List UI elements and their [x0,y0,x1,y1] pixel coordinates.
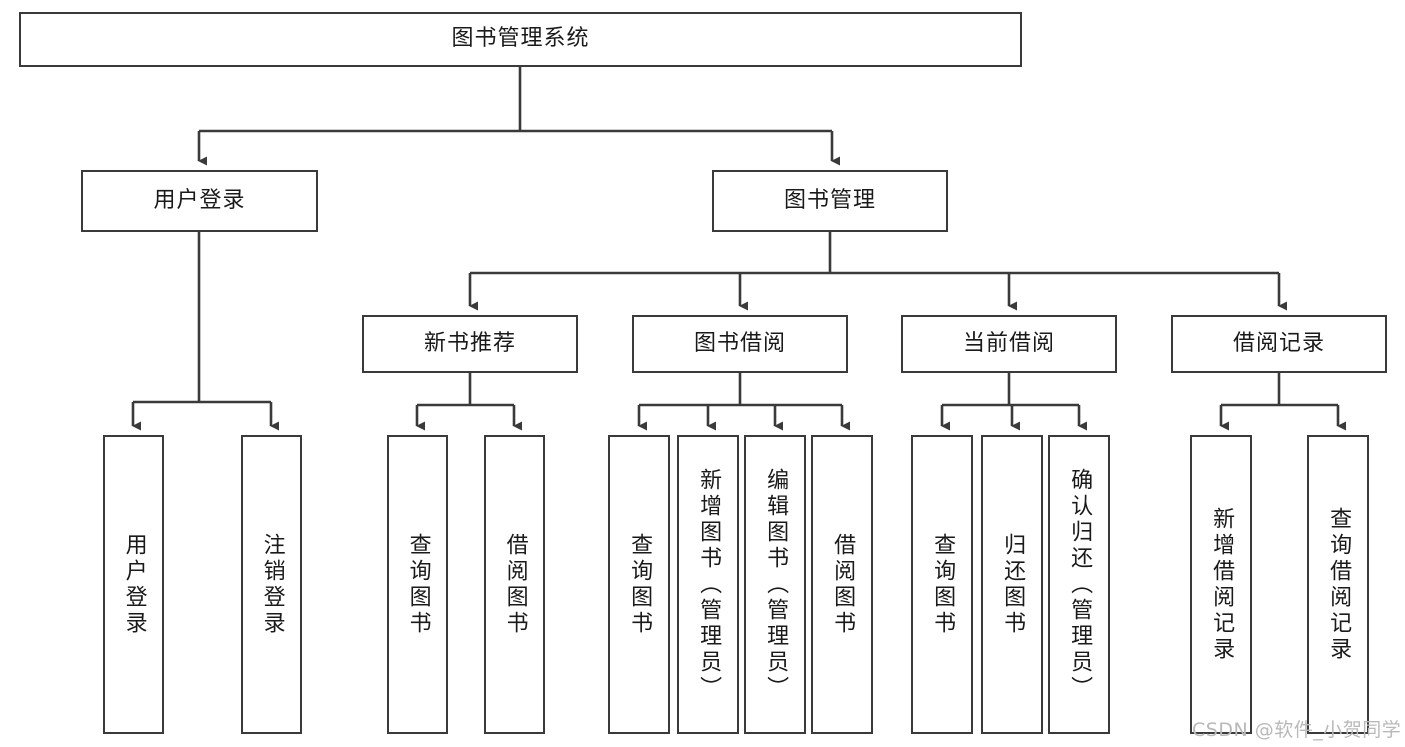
node-label: 图书管理 [783,187,876,213]
node-label: 借阅记录 [1232,330,1325,356]
node-root[interactable]: 图书管理系统 [19,12,1022,67]
node-label: 新书推荐 [423,330,516,356]
leaf-confirm-return-admin[interactable]: 确认归还（管理员） [1048,435,1110,734]
node-label: 借阅图书 [502,532,528,637]
node-label: 确认归还（管理员） [1067,467,1093,702]
node-label: 查询图书 [930,532,956,637]
leaf-user-login[interactable]: 用户登录 [103,435,164,734]
leaf-borrow-book-recommend[interactable]: 借阅图书 [484,435,545,734]
node-book-management[interactable]: 图书管理 [712,170,948,232]
leaf-borrow-book[interactable]: 借阅图书 [811,435,873,734]
leaf-logout[interactable]: 注销登录 [241,435,302,734]
node-label: 编辑图书（管理员） [763,467,789,702]
node-label: 新增借阅记录 [1209,506,1235,663]
node-label: 图书借阅 [693,330,786,356]
node-label: 新增图书（管理员） [696,467,722,702]
node-label: 当前借阅 [962,330,1055,356]
node-label: 查询借阅记录 [1326,506,1352,663]
leaf-query-borrow-record[interactable]: 查询借阅记录 [1307,435,1369,734]
node-label: 借阅图书 [830,532,856,637]
leaf-query-book-current[interactable]: 查询图书 [911,435,973,734]
node-label: 归还图书 [1000,532,1026,637]
node-new-book-recommend[interactable]: 新书推荐 [362,315,578,373]
node-label: 注销登录 [259,532,285,637]
node-borrow-record[interactable]: 借阅记录 [1171,315,1387,373]
node-label: 查询图书 [627,532,653,637]
node-label: 用户登录 [121,532,147,637]
leaf-query-book-borrow[interactable]: 查询图书 [608,435,670,734]
node-current-borrow[interactable]: 当前借阅 [901,315,1117,373]
leaf-query-book-recommend[interactable]: 查询图书 [387,435,448,734]
node-book-borrow[interactable]: 图书借阅 [632,315,848,373]
node-label: 图书管理系统 [451,26,590,52]
leaf-add-book-admin[interactable]: 新增图书（管理员） [677,435,739,734]
csdn-watermark: CSDN @软件_小贺同学 [1192,719,1402,741]
leaf-return-book[interactable]: 归还图书 [981,435,1043,734]
node-label: 查询图书 [405,532,431,637]
node-label: 用户登录 [153,187,246,213]
leaf-edit-book-admin[interactable]: 编辑图书（管理员） [744,435,806,734]
node-user-login[interactable]: 用户登录 [81,170,318,232]
leaf-add-borrow-record[interactable]: 新增借阅记录 [1190,435,1252,734]
